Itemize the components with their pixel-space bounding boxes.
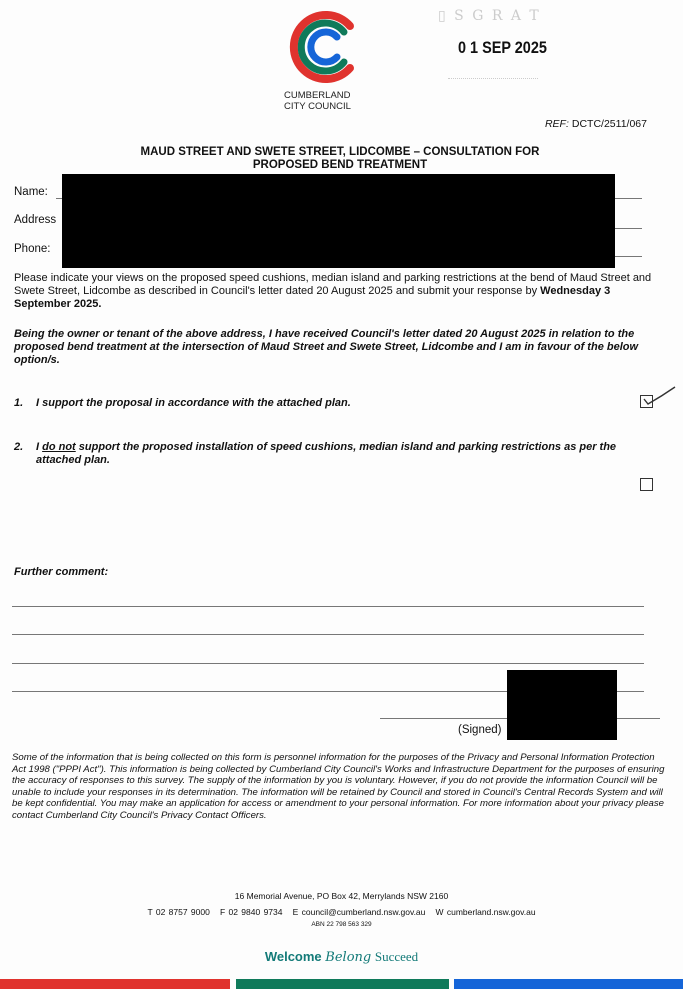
option-2-num: 2. (14, 441, 24, 453)
footer-abn: ABN 22 798 563 329 (311, 921, 372, 928)
council-name-line1: CUMBERLAND (284, 90, 351, 101)
ref-value: DCTC/2511/067 (571, 118, 647, 130)
ref-label: REF: (544, 118, 569, 130)
comment-line[interactable] (12, 691, 644, 692)
slogan: Welcome Belong Succeed (0, 949, 683, 965)
footer-contacts: T 02 8757 9000 F 02 9840 9734 E council@… (0, 907, 683, 917)
phone-label: Phone: (14, 243, 51, 255)
option-2: 2. I do not support the proposed install… (14, 441, 654, 467)
title-line2: PROPOSED BEND TREATMENT (252, 159, 428, 171)
comment-line[interactable] (12, 634, 644, 635)
option-1: 1. I support the proposal in accordance w… (14, 397, 666, 410)
page-title: MAUD STREET AND SWETE STREET, LIDCOMBE –… (80, 146, 600, 172)
footer-email[interactable]: E council@cumberland.nsw.gov.au (292, 907, 426, 917)
further-comment-label: Further comment: (14, 566, 109, 578)
stamp-date: 0 1 SEP 2025 (458, 38, 547, 57)
privacy-notice: Some of the information that is being co… (12, 752, 665, 821)
footer-bar-green (236, 979, 449, 989)
comment-line[interactable] (12, 663, 644, 664)
reference: REF:DCTC/2511/067 (545, 118, 647, 130)
council-name-line2: CITY COUNCIL (284, 101, 351, 112)
footer-fax: F 02 9840 9734 (219, 907, 283, 917)
comment-line[interactable] (12, 606, 644, 607)
option-2-text: support the proposed installation of spe… (36, 441, 617, 466)
checkmark-icon (643, 386, 676, 405)
footer-address: 16 Memorial Avenue, PO Box 42, Merryland… (234, 891, 449, 901)
received-stamp: ▯ S G R A T 0 1 SEP 2025 (438, 8, 578, 96)
council-name: CUMBERLAND CITY COUNCIL (284, 90, 351, 112)
instructions: Please indicate your views on the propos… (14, 272, 666, 311)
redaction-block (62, 174, 615, 268)
declaration: Being the owner or tenant of the above a… (14, 328, 639, 366)
option-2-checkbox[interactable] (640, 478, 653, 491)
address-label: Address (14, 214, 57, 226)
signed-label: (Signed) (458, 724, 502, 736)
title-line1: MAUD STREET AND SWETE STREET, LIDCOMBE –… (140, 146, 540, 158)
option-1-num: 1. (14, 397, 24, 409)
option-1-text: I support the proposal in accordance wit… (36, 397, 351, 409)
option-2-pre: I (36, 441, 43, 453)
instructions-text: Please indicate your views on the propos… (14, 272, 652, 297)
signature-redaction (507, 670, 617, 740)
slogan-succeed: Succeed (374, 949, 419, 964)
footer-website[interactable]: W cumberland.nsw.gov.au (435, 907, 536, 917)
name-label: Name: (14, 186, 48, 198)
deadline: Wednesday 3 September 2025. (14, 285, 611, 310)
option-1-checkbox[interactable] (640, 386, 676, 408)
option-2-underlined: do not (42, 441, 76, 453)
slogan-welcome: Welcome (264, 949, 322, 964)
footer-bar-red (0, 979, 230, 989)
footer-bar-blue (454, 979, 683, 989)
council-logo-icon (289, 11, 354, 83)
footer-phone: T 02 8757 9000 (147, 907, 210, 917)
slogan-belong: Belong (325, 950, 372, 965)
